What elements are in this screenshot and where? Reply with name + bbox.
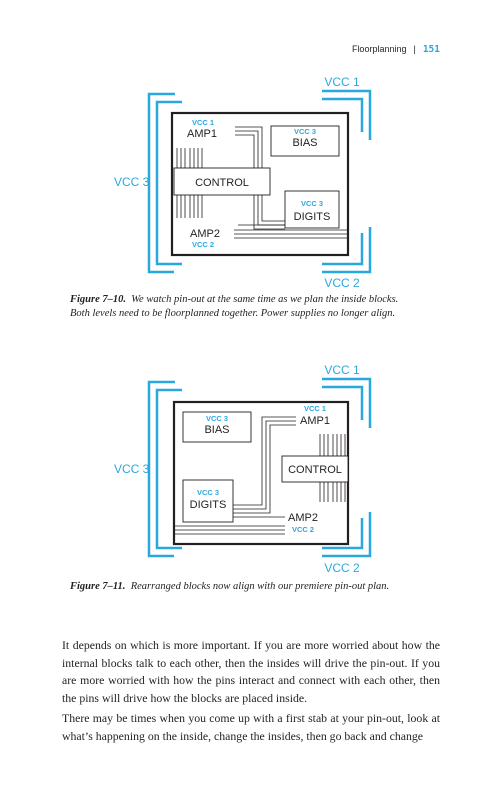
digits-supply: VCC 3 xyxy=(301,199,323,208)
vcc1-label: VCC 1 xyxy=(324,363,360,377)
control-label: CONTROL xyxy=(195,177,249,189)
vcc1-bracket-inner xyxy=(322,97,364,132)
caption-7-10: Figure 7–10. We watch pin-out at the sam… xyxy=(70,293,420,321)
vcc3-label: VCC 3 xyxy=(114,462,150,476)
vcc2-bracket-outer xyxy=(322,512,372,558)
digits-supply: VCC 3 xyxy=(197,488,219,497)
caption-7-11-text: Rearranged blocks now align with our pre… xyxy=(130,581,390,592)
digits-label: DIGITS xyxy=(294,211,331,223)
vcc2-label: VCC 2 xyxy=(324,561,360,575)
vcc1-bracket-outer xyxy=(322,89,372,140)
caption-7-11-label: Figure 7–11. xyxy=(70,581,126,592)
header-separator: | xyxy=(413,44,416,54)
running-header: Floorplanning | 151 xyxy=(352,44,440,55)
signal-wires xyxy=(174,416,346,535)
figure-7-11: VCC 1 VCC 3 VCC 2 VCC 3 BIAS VCC 1 AMP1 … xyxy=(114,363,372,575)
bias-supply: VCC 3 xyxy=(294,127,316,136)
vcc1-bracket-outer xyxy=(322,377,372,428)
digits-label: DIGITS xyxy=(190,499,227,511)
body-paragraph-1: It depends on which is more important. I… xyxy=(62,638,440,705)
vcc3-label: VCC 3 xyxy=(114,175,150,189)
vcc2-bracket-inner xyxy=(322,518,364,550)
digits-block xyxy=(284,190,340,229)
amp2-label: AMP2 xyxy=(288,512,318,524)
amp2-supply: VCC 2 xyxy=(192,240,214,249)
chip-outline xyxy=(170,111,350,257)
caption-7-10-text: We watch pin-out at the same time as we … xyxy=(70,294,399,319)
amp1-supply: VCC 1 xyxy=(304,404,326,413)
vcc3-bracket-inner xyxy=(155,100,182,266)
amp1-label: AMP1 xyxy=(300,415,330,427)
amp1-supply: VCC 1 xyxy=(192,118,214,127)
figure-7-10: VCC 1 VCC 3 VCC 2 VCC 1 AMP1 VCC 3 BIAS … xyxy=(114,75,372,290)
body-paragraph-2: There may be times when you come up with… xyxy=(62,711,440,743)
vcc2-bracket-outer xyxy=(322,227,372,274)
bias-label: BIAS xyxy=(292,137,317,149)
digits-block xyxy=(182,479,234,523)
vcc1-bracket-inner xyxy=(322,385,364,420)
caption-7-10-label: Figure 7–10. xyxy=(70,294,127,305)
bias-block xyxy=(270,125,340,157)
bias-block xyxy=(182,411,252,443)
vcc3-bracket-outer xyxy=(147,92,175,274)
control-block xyxy=(173,167,271,196)
vcc2-bracket-inner xyxy=(322,233,364,266)
amp1-label: AMP1 xyxy=(187,128,217,140)
amp2-supply: VCC 2 xyxy=(292,525,314,534)
vcc1-label: VCC 1 xyxy=(324,75,360,89)
page-number: 151 xyxy=(422,44,440,55)
control-block xyxy=(281,455,349,483)
amp2-label: AMP2 xyxy=(190,228,220,240)
vcc3-bracket-outer xyxy=(147,380,175,558)
bias-label: BIAS xyxy=(204,424,229,436)
bias-supply: VCC 3 xyxy=(206,414,228,423)
control-label: CONTROL xyxy=(288,464,342,476)
vcc3-bracket-inner xyxy=(155,388,182,550)
vcc2-label: VCC 2 xyxy=(324,276,360,290)
caption-7-11: Figure 7–11. Rearranged blocks now align… xyxy=(70,580,420,594)
header-section: Floorplanning xyxy=(351,44,407,54)
